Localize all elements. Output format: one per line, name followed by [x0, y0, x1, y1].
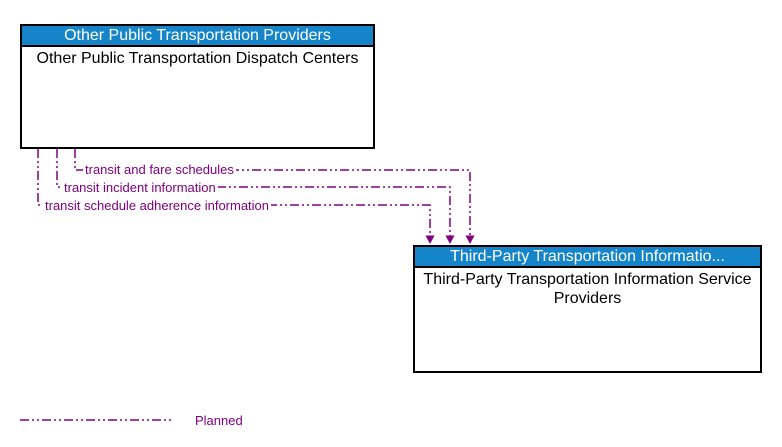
box-body-other-public-transportation-dispatch-centers: Other Public Transportation Dispatch Cen… [36, 50, 359, 67]
box-other-public-transportation-providers[interactable]: Other Public Transportation Providers Ot… [20, 24, 375, 149]
legend-label-planned: Planned [195, 413, 243, 428]
arrowhead-transit-schedule-adherence-information [425, 235, 435, 244]
flow-label-transit-incident-information[interactable]: transit incident information [62, 180, 218, 195]
flow-label-transit-schedule-adherence-information[interactable]: transit schedule adherence information [43, 198, 272, 213]
box-body-third-party-transportation-information-service-providers: Third-Party Transportation Information S… [423, 271, 752, 307]
flow-label-transit-and-fare-schedules[interactable]: transit and fare schedules [83, 162, 236, 177]
box-third-party-transportation-information-service-providers[interactable]: Third-Party Transportation Informatio...… [413, 245, 762, 373]
box-header-third-party-transportation-information[interactable]: Third-Party Transportation Informatio... [415, 247, 760, 268]
box-header-other-public-transportation-providers[interactable]: Other Public Transportation Providers [22, 26, 373, 47]
arrowhead-transit-incident-information [445, 235, 455, 244]
arrowhead-transit-and-fare-schedules [465, 235, 475, 244]
